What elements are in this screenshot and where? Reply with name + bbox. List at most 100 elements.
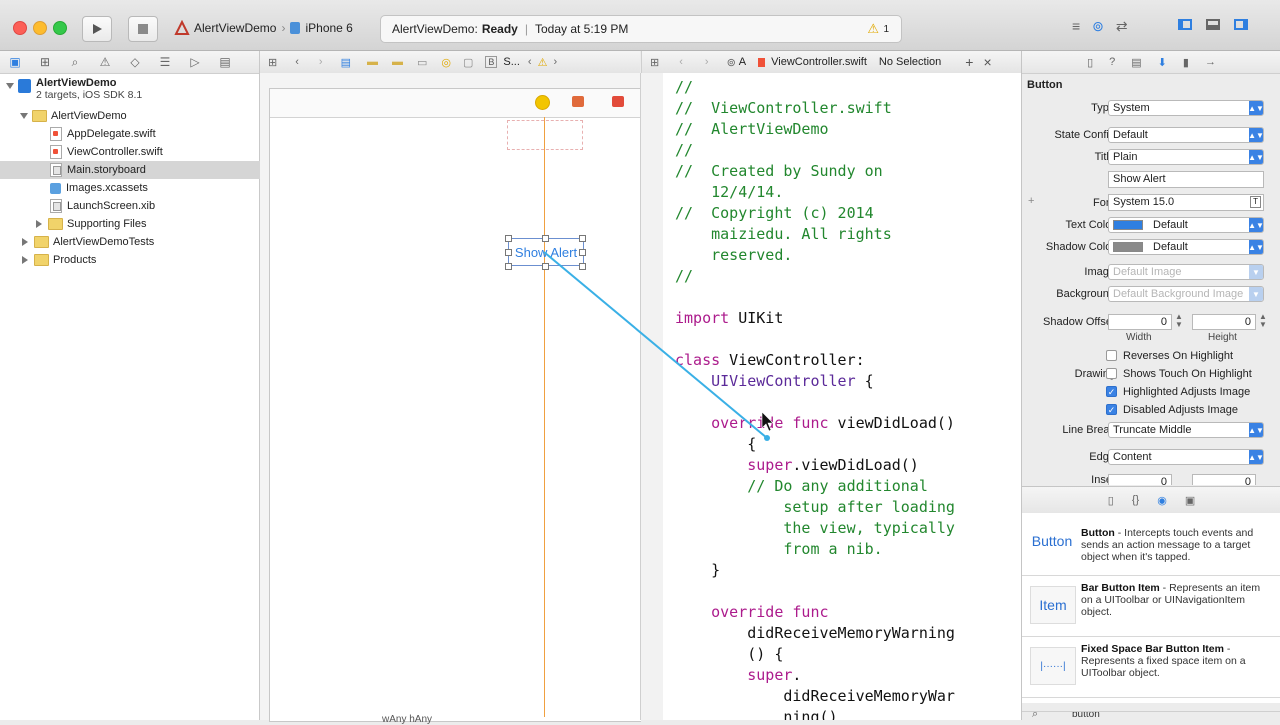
issue-forward-icon[interactable]: › xyxy=(553,56,558,68)
breadcrumb-file[interactable]: ViewController.swift xyxy=(771,56,867,68)
resize-handle[interactable] xyxy=(505,235,512,242)
counterpart-mode[interactable]: A xyxy=(738,56,747,68)
breadcrumb-storyboard-icon[interactable]: ▭ xyxy=(416,56,428,69)
breadcrumb-selection[interactable]: No Selection xyxy=(878,56,942,68)
code-snippet-library-icon[interactable]: {} xyxy=(1131,494,1140,506)
quick-help-icon[interactable]: ? xyxy=(1109,56,1116,68)
tree-item-products[interactable]: Products xyxy=(0,251,279,269)
breakpoint-navigator-icon[interactable]: ▷ xyxy=(190,55,200,69)
counterpart-icon[interactable]: ⊚ xyxy=(726,56,736,69)
shadow-color-popup[interactable]: Default▲▼ xyxy=(1108,239,1264,255)
breadcrumb-folder-icon[interactable]: ▬ xyxy=(366,56,378,68)
forward-arrow-icon[interactable]: › xyxy=(704,56,709,68)
image-combo[interactable]: Default Image▼ xyxy=(1108,264,1264,280)
symbol-navigator-icon[interactable]: ⊞ xyxy=(39,55,51,69)
disclosure-open-icon[interactable] xyxy=(20,113,28,119)
tree-item-tests[interactable]: AlertViewDemoTests xyxy=(0,233,279,251)
resize-handle[interactable] xyxy=(579,235,586,242)
toggle-utilities-icon[interactable] xyxy=(1234,19,1248,30)
view-controller-icon[interactable] xyxy=(535,95,550,110)
tree-item-launchscreen[interactable]: LaunchScreen.xib xyxy=(0,197,309,215)
test-navigator-icon[interactable]: ◇ xyxy=(130,55,140,69)
tree-item-group-app[interactable]: AlertViewDemo xyxy=(0,107,279,125)
related-items-icon[interactable]: ⊞ xyxy=(650,56,660,69)
background-combo[interactable]: Default Background Image▼ xyxy=(1108,286,1264,302)
add-variation-icon[interactable]: + xyxy=(1028,195,1035,207)
text-color-popup[interactable]: Default▲▼ xyxy=(1108,217,1264,233)
library-item-fixed-space[interactable]: |······| Fixed Space Bar Button Item - R… xyxy=(1022,637,1280,698)
project-root-row[interactable]: AlertViewDemo 2 targets, iOS SDK 8.1 xyxy=(0,77,259,105)
shadow-height-field[interactable]: 0 xyxy=(1192,314,1256,330)
breadcrumb-view-icon[interactable]: ▢ xyxy=(462,56,474,69)
breadcrumb-scene-icon[interactable]: ◎ xyxy=(441,56,451,69)
font-field[interactable]: System 15.0 T xyxy=(1108,194,1264,211)
breadcrumb-project-icon[interactable]: ▤ xyxy=(340,56,351,69)
back-arrow-icon[interactable]: ‹ xyxy=(295,56,299,68)
edge-popup[interactable]: Content▲▼ xyxy=(1108,449,1264,465)
size-inspector-icon[interactable]: ▮ xyxy=(1182,56,1189,69)
version-editor-icon[interactable]: ⇄ xyxy=(1115,18,1128,34)
identity-inspector-icon[interactable]: ▤ xyxy=(1131,56,1142,69)
title-style-popup[interactable]: Plain▲▼ xyxy=(1108,149,1264,165)
assistant-editor-icon[interactable]: ⊚ xyxy=(1092,18,1104,34)
issue-navigator-icon[interactable]: ⚠ xyxy=(99,55,111,69)
first-responder-icon[interactable] xyxy=(572,96,584,107)
line-break-popup[interactable]: Truncate Middle▲▼ xyxy=(1108,422,1264,438)
stepper-icon[interactable]: ▲▼ xyxy=(1259,312,1267,329)
library-item-bar-button[interactable]: Item Bar Button Item - Represents an ite… xyxy=(1022,576,1280,637)
disabled-adjusts-checkbox[interactable]: ✓ xyxy=(1106,404,1117,415)
resize-handle[interactable] xyxy=(542,263,549,270)
related-items-icon[interactable]: ⊞ xyxy=(268,56,278,69)
file-template-library-icon[interactable]: ▯ xyxy=(1107,494,1114,507)
back-arrow-icon[interactable]: ‹ xyxy=(679,56,683,68)
close-editor-button[interactable]: × xyxy=(983,54,992,70)
tree-item-supporting-files[interactable]: Supporting Files xyxy=(0,215,293,233)
font-picker-icon[interactable]: T xyxy=(1250,196,1261,208)
view-controller-scene[interactable]: Show Alert wAny hAny xyxy=(269,88,641,725)
resize-handle[interactable] xyxy=(542,235,549,242)
shows-touch-checkbox[interactable] xyxy=(1106,368,1117,379)
resize-handle[interactable] xyxy=(505,263,512,270)
issue-back-icon[interactable]: ‹ xyxy=(527,56,532,68)
media-library-icon[interactable]: ▣ xyxy=(1184,494,1196,507)
object-library-icon[interactable]: ◉ xyxy=(1157,494,1167,507)
toggle-navigator-icon[interactable] xyxy=(1178,19,1192,30)
inset-field-a[interactable]: 0 xyxy=(1108,474,1172,485)
disclosure-closed-icon[interactable] xyxy=(22,238,28,246)
forward-arrow-icon[interactable]: › xyxy=(318,56,323,68)
project-navigator-icon[interactable]: ▣ xyxy=(9,55,21,69)
standard-editor-icon[interactable]: ≡ xyxy=(1072,18,1081,34)
stop-button[interactable] xyxy=(128,16,158,42)
library-item-button[interactable]: Button Button - Intercepts touch events … xyxy=(1022,513,1280,576)
exit-icon[interactable] xyxy=(612,96,624,107)
library-search-value[interactable]: button xyxy=(1072,711,1100,720)
zoom-window-button[interactable] xyxy=(53,21,67,35)
toggle-debug-icon[interactable] xyxy=(1206,19,1220,30)
tree-item-viewcontroller[interactable]: ViewController.swift xyxy=(0,143,309,161)
warning-icon[interactable]: ⚠ xyxy=(537,56,548,69)
title-text-field[interactable]: Show Alert xyxy=(1108,171,1264,188)
warning-icon[interactable]: ⚠ xyxy=(867,21,879,36)
close-window-button[interactable] xyxy=(13,21,27,35)
scheme-selector[interactable]: AlertViewDemo › iPhone 6 xyxy=(166,16,362,40)
shadow-width-field[interactable]: 0 xyxy=(1108,314,1172,330)
code-editor[interactable]: // // ViewController.swift // AlertViewD… xyxy=(663,73,1021,720)
state-config-popup[interactable]: Default▲▼ xyxy=(1108,127,1264,143)
show-alert-button[interactable]: Show Alert xyxy=(508,238,584,266)
stepper-icon[interactable]: ▲▼ xyxy=(1175,312,1183,329)
tree-item-main-storyboard[interactable]: Main.storyboard xyxy=(0,161,309,179)
report-navigator-icon[interactable]: ▤ xyxy=(219,55,231,69)
file-inspector-icon[interactable]: ▯ xyxy=(1087,56,1094,69)
breadcrumb-tail[interactable]: S... xyxy=(503,56,520,68)
attributes-inspector-icon[interactable]: ⬇ xyxy=(1157,56,1167,69)
reverses-highlight-checkbox[interactable] xyxy=(1106,350,1117,361)
resize-handle[interactable] xyxy=(579,249,586,256)
breadcrumb-button-icon[interactable]: B xyxy=(485,56,498,68)
highlighted-adjusts-checkbox[interactable]: ✓ xyxy=(1106,386,1117,397)
editor-divider[interactable] xyxy=(640,73,664,720)
add-editor-button[interactable]: + xyxy=(965,54,974,70)
run-button[interactable] xyxy=(82,16,112,42)
tree-item-appdelegate[interactable]: AppDelegate.swift xyxy=(0,125,309,143)
tree-item-images[interactable]: Images.xcassets xyxy=(0,179,309,197)
disclosure-open-icon[interactable] xyxy=(6,83,14,89)
